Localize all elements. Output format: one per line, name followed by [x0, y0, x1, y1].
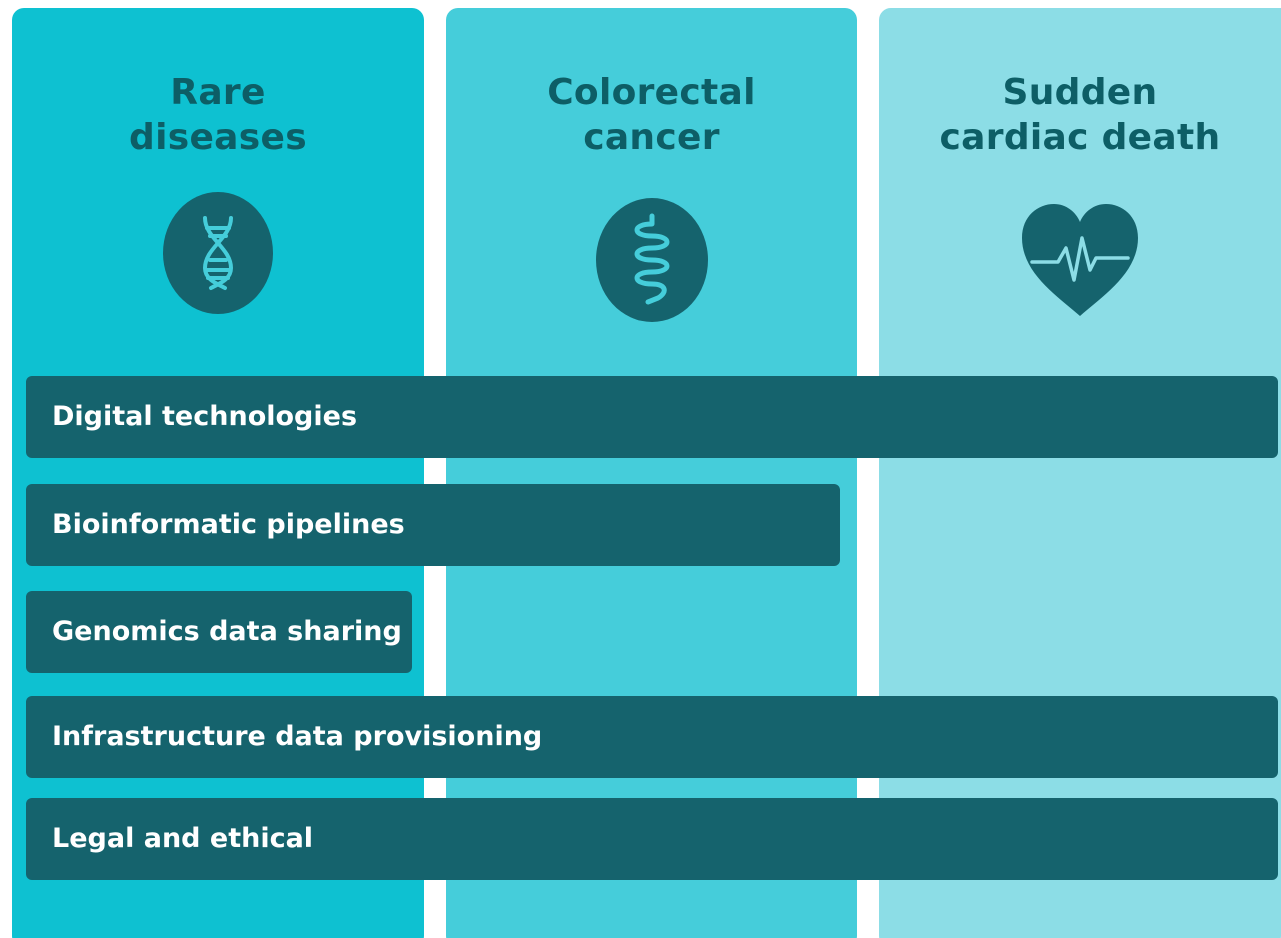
intestine-icon [595, 198, 708, 322]
column-title-line1: Colorectal [547, 72, 756, 113]
column-title-line2: cancer [583, 117, 720, 158]
bar-genomics-data-sharing: Genomics data sharing [26, 591, 412, 673]
bar-legal-and-ethical: Legal and ethical [26, 798, 1278, 880]
column-rare-diseases: Rare diseases [12, 8, 424, 938]
column-title-colorectal-cancer: Colorectal cancer [446, 70, 857, 160]
heart-pulse-icon [1020, 200, 1140, 318]
column-colorectal-cancer: Colorectal cancer [446, 8, 857, 938]
column-title-rare-diseases: Rare diseases [12, 70, 424, 160]
column-title-line2: diseases [129, 117, 307, 158]
bar-infrastructure-data-provisioning: Infrastructure data provisioning [26, 696, 1278, 778]
column-sudden-cardiac-death: Sudden cardiac death [879, 8, 1281, 938]
dna-icon [163, 192, 273, 314]
column-title-line2: cardiac death [939, 117, 1221, 158]
column-title-line1: Sudden [1002, 72, 1158, 113]
bar-bioinformatic-pipelines: Bioinformatic pipelines [26, 484, 840, 566]
column-title-line1: Rare [170, 72, 266, 113]
bar-digital-technologies: Digital technologies [26, 376, 1278, 458]
column-title-sudden-cardiac-death: Sudden cardiac death [879, 70, 1281, 160]
